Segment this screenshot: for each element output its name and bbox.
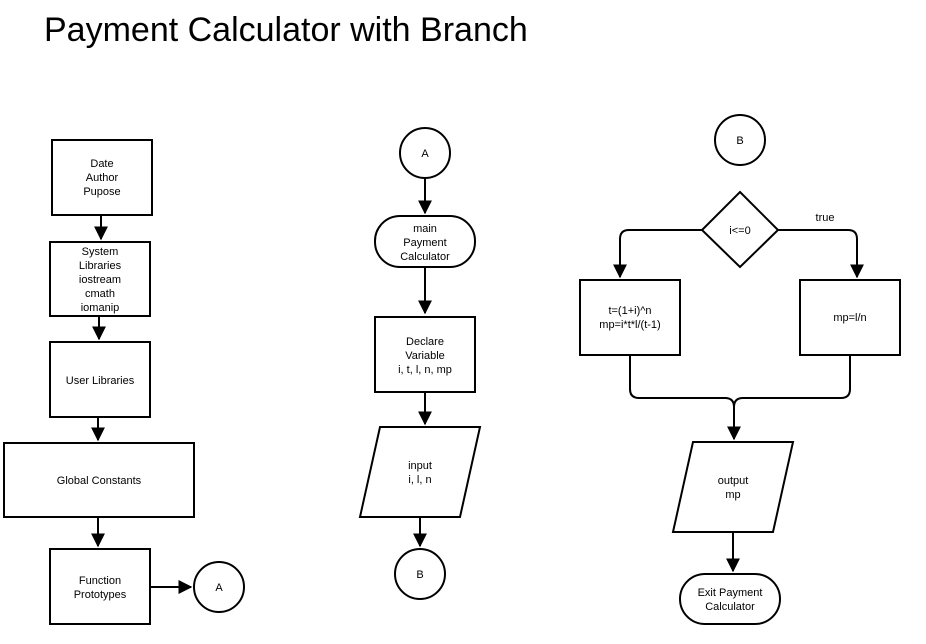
node-text: B: [736, 135, 743, 147]
node-text-line: input: [408, 460, 432, 472]
node-text-line: B: [736, 135, 743, 147]
node-text-line: A: [215, 582, 223, 594]
node-text: User Libraries: [66, 375, 135, 387]
node-text-line: User Libraries: [66, 375, 135, 387]
node-text-line: Author: [86, 172, 119, 184]
node-decision: i<=0: [700, 190, 780, 269]
connector-a-out: A: [193, 561, 245, 613]
edge-decision-true: [778, 229, 864, 279]
node-text-line: t=(1+i)^n: [608, 305, 651, 317]
node-text: i<=0: [729, 225, 750, 237]
connector-b-in: B: [714, 114, 766, 166]
node-text: Global Constants: [57, 475, 142, 487]
node-text-line: Variable: [405, 350, 445, 362]
node-text: mp=l/n: [833, 312, 866, 324]
node-global-constants: Global Constants: [3, 442, 195, 518]
node-text-line: i, t, l, n, mp: [398, 364, 452, 376]
edge-false-merge: [629, 355, 735, 408]
node-input: input i, l, n: [358, 426, 482, 518]
node-text-line: iostream: [79, 274, 121, 286]
node-text-line: Calculator: [705, 601, 755, 613]
node-text-line: Function: [79, 575, 121, 587]
diagram-title: Payment Calculator with Branch: [44, 11, 528, 49]
node-text-line: Global Constants: [57, 475, 142, 487]
node-text-line: i, l, n: [408, 474, 431, 486]
node-text-line: main: [413, 223, 437, 235]
connector-a-in: A: [399, 127, 451, 179]
node-text-line: Prototypes: [74, 589, 127, 601]
edge-decision-false: [613, 229, 702, 279]
node-user-libraries: User Libraries: [49, 341, 151, 418]
node-text-line: Date: [90, 158, 113, 170]
node-text-line: Exit Payment: [698, 587, 763, 599]
node-text-line: mp=i*t*l/(t-1): [599, 319, 660, 331]
node-text-line: System: [82, 246, 119, 258]
node-text: B: [416, 569, 423, 581]
edge-label-true: true: [816, 212, 835, 224]
edge-true-merge: [733, 355, 851, 408]
node-output: output mp: [671, 441, 795, 533]
node-text-line: iomanip: [81, 302, 120, 314]
node-text: output mp: [718, 475, 749, 501]
node-text-line: Payment: [403, 237, 446, 249]
node-text-line: output: [718, 475, 749, 487]
node-text-line: Pupose: [83, 186, 120, 198]
node-text: A: [421, 148, 429, 160]
node-text-line: A: [421, 148, 429, 160]
node-text: input i, l, n: [408, 460, 432, 486]
node-branch-false-calc: t=(1+i)^n mp=i*t*l/(t-1): [579, 279, 681, 356]
node-text-line: Calculator: [400, 251, 450, 263]
node-text-line: i<=0: [729, 225, 750, 237]
node-text-line: mp=l/n: [833, 312, 866, 324]
node-text: t=(1+i)^n mp=i*t*l/(t-1): [599, 305, 660, 331]
node-text: A: [215, 582, 223, 594]
node-text-line: mp: [725, 489, 740, 501]
node-text-line: Libraries: [79, 260, 122, 272]
node-text-line: Declare: [406, 336, 444, 348]
node-branch-true-calc: mp=l/n: [799, 279, 901, 356]
connector-b-out: B: [394, 548, 446, 600]
node-text-line: B: [416, 569, 423, 581]
node-text-line: cmath: [85, 288, 115, 300]
